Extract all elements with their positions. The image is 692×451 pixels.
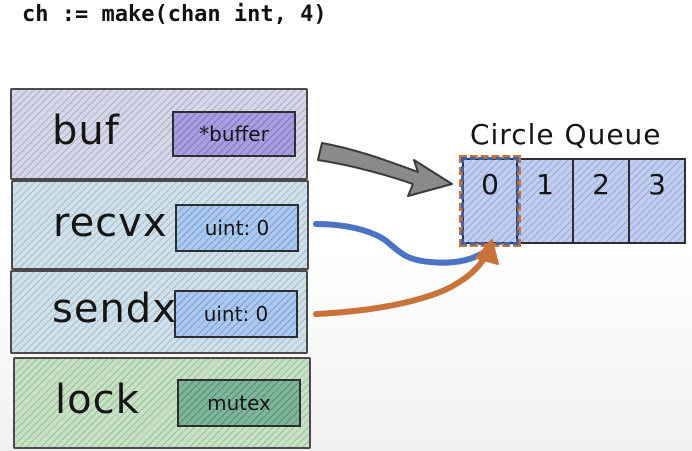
field-lock-name: lock: [55, 377, 140, 423]
field-recvx: recvx uint: 0: [11, 180, 309, 270]
queue-cell-2-index: 2: [592, 168, 610, 201]
field-buf: buf *buffer: [10, 88, 308, 180]
circle-queue-label: Circle Queue: [470, 118, 662, 151]
field-sendx-value: uint: 0: [174, 290, 298, 338]
queue-cell-1-index: 1: [536, 168, 554, 201]
field-sendx-name: sendx: [52, 286, 177, 332]
field-recvx-value: uint: 0: [175, 204, 299, 252]
field-lock: lock mutex: [13, 357, 311, 449]
code-line: ch := make(chan int, 4): [22, 2, 327, 27]
field-recvx-name: recvx: [53, 200, 168, 246]
sendx-pointer-arrow: [313, 239, 499, 317]
recvx-pointer-arrow: [313, 221, 488, 266]
buf-pointer-arrow: [317, 142, 453, 197]
field-buf-name: buf: [52, 108, 120, 154]
queue-cell-3-index: 3: [648, 168, 666, 201]
field-sendx: sendx uint: 0: [10, 270, 308, 354]
queue-cell-0-index: 0: [481, 168, 499, 201]
field-lock-value: mutex: [177, 379, 301, 427]
queue-cell-0: 0: [462, 158, 518, 244]
queue-cell-3: 3: [628, 158, 686, 244]
field-buf-value: *buffer: [172, 111, 296, 157]
queue-cell-2: 2: [572, 158, 630, 244]
